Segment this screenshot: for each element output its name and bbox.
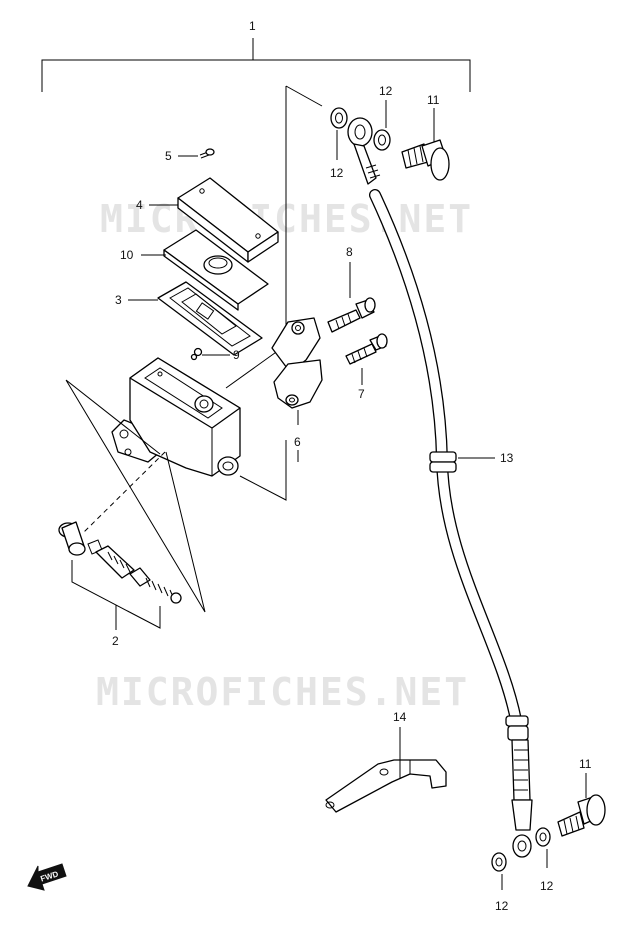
callout-2: 2 [112,634,119,648]
banjo-fitting-top [347,117,381,185]
watermark-bottom: MICROFICHES.NET [96,670,469,714]
callout-1: 1 [249,19,256,33]
callout-12-top-left: 12 [330,166,344,180]
callout-10: 10 [120,248,134,262]
union-bolt-top [401,139,450,181]
callout-5: 5 [165,149,172,163]
watermark-top: MICROFICHES.NET [100,197,473,241]
gasket-top-right [373,129,391,151]
bleed-screw [190,347,203,361]
holder-bolt-long [327,297,376,333]
callout-6: 6 [294,435,301,449]
fwd-arrow-icon: FWD [27,863,67,891]
callout-12-bottom-left: 12 [495,899,509,913]
lever-holder [271,317,323,409]
assembly-bracket [41,38,471,92]
callout-4: 4 [136,198,143,212]
callout-12-bottom-right: 12 [540,879,554,893]
piston-callout-frame [65,379,206,613]
callout-13: 13 [500,451,514,465]
holder-callout-frame [225,85,323,501]
cap-screw [199,148,215,159]
callout-11-top: 11 [427,93,440,107]
reservoir-cap [177,177,279,263]
guide-line-piston [81,451,166,535]
brake-hose [369,189,533,831]
banjo-fitting-bottom [512,834,532,858]
callout-14: 14 [393,710,407,724]
callout-3: 3 [115,293,122,307]
holder-bolt-short [345,333,388,365]
callout-8: 8 [346,245,353,259]
master-cylinder-body [111,357,241,477]
hose-clamp [325,759,447,813]
callout-9: 9 [233,348,240,362]
gasket-bottom-left [491,852,507,872]
diaphragm [163,229,269,311]
union-bolt-bottom [557,794,606,837]
diaphragm-plate [157,281,263,356]
callout-7: 7 [358,387,365,401]
callout-12-top-right: 12 [379,84,393,98]
piston-kit [58,521,182,604]
gasket-bottom-right [535,827,551,847]
callout-11-bottom: 11 [579,757,592,771]
gasket-top-left [330,107,348,129]
